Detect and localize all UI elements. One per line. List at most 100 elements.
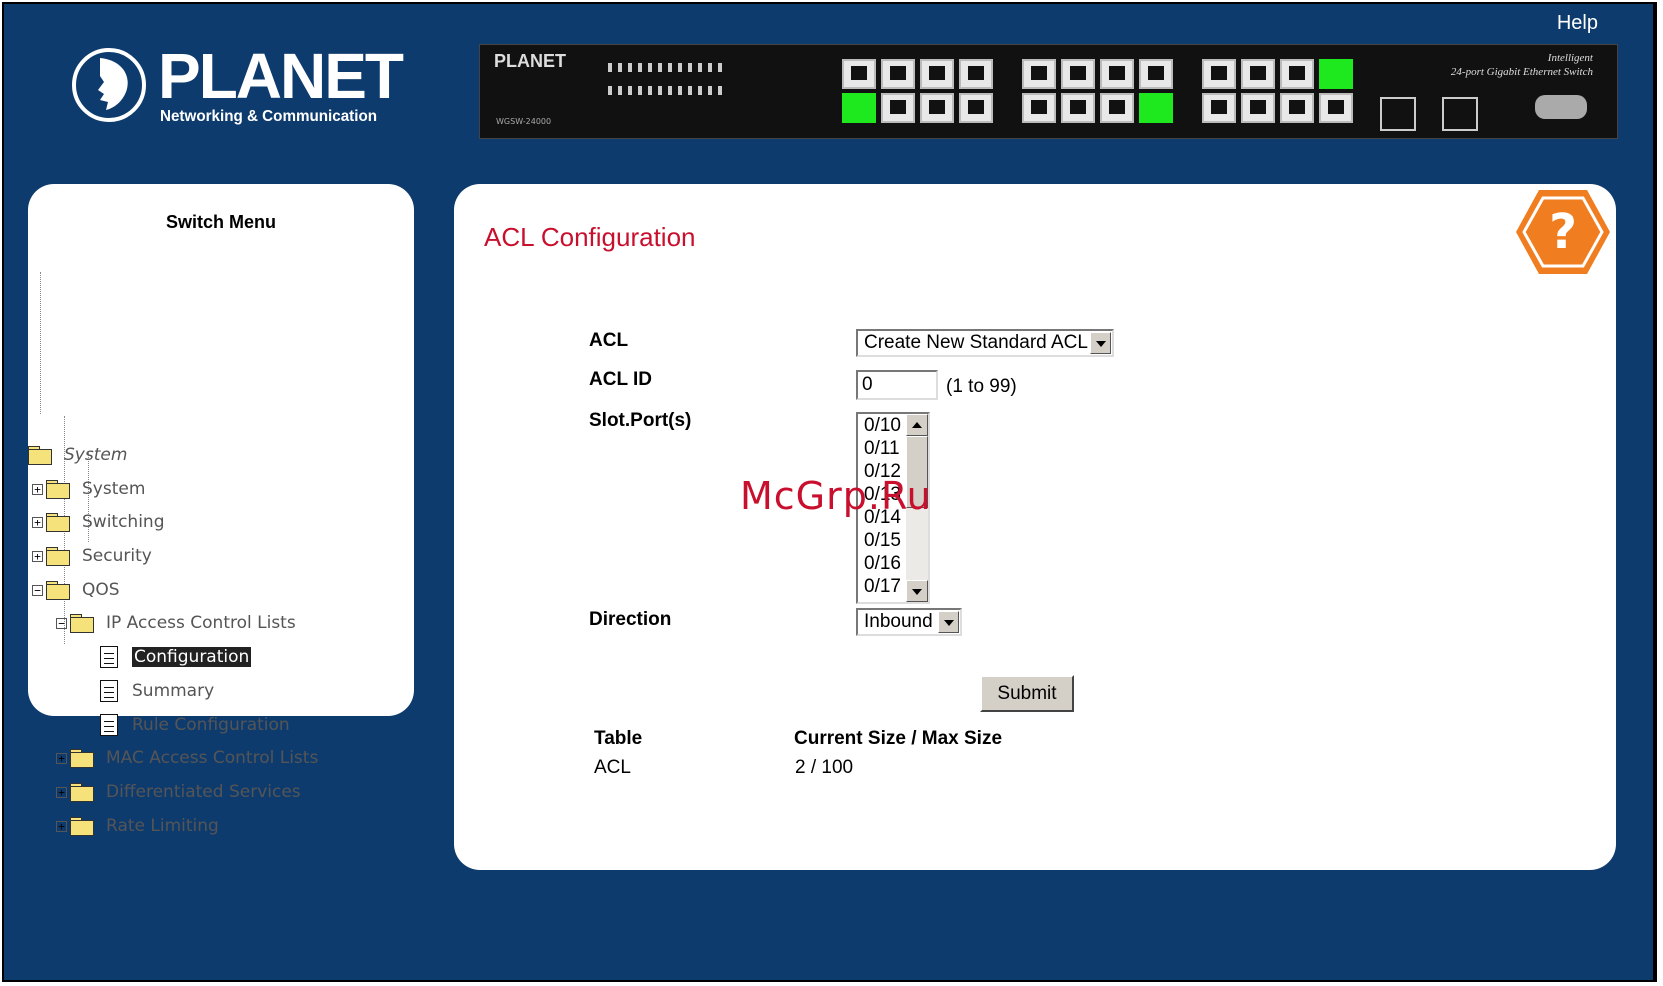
port [881, 93, 915, 123]
folder-icon [46, 547, 70, 566]
plus-icon[interactable]: + [56, 752, 67, 764]
port [1061, 59, 1095, 89]
port-active [1319, 59, 1353, 89]
submit-button[interactable]: Submit [980, 675, 1074, 712]
help-question-icon[interactable]: ? [1514, 188, 1612, 276]
document-icon [100, 714, 118, 736]
port [1100, 93, 1134, 123]
tree-item-system[interactable]: + System [32, 474, 145, 504]
tree-item-switching[interactable]: + Switching [32, 507, 165, 537]
plus-icon[interactable]: + [56, 786, 67, 798]
minus-icon[interactable]: − [32, 584, 43, 596]
tree-item-configuration[interactable]: Configuration [100, 642, 252, 672]
port [842, 59, 876, 89]
tree-label: Switching [82, 512, 165, 532]
plus-icon[interactable]: + [32, 483, 43, 495]
plus-icon[interactable]: + [56, 820, 67, 832]
port-option[interactable]: 0/16 [864, 553, 901, 574]
folder-open-icon [46, 581, 70, 600]
tree-item-rate-limiting[interactable]: + Rate Limiting [56, 811, 219, 841]
plus-icon[interactable]: + [32, 550, 43, 562]
slot-ports-label: Slot.Port(s) [589, 410, 692, 431]
port-option[interactable]: 0/13 [864, 484, 901, 505]
status-leds [608, 63, 722, 109]
planet-logo-icon [72, 48, 146, 122]
document-icon [100, 646, 118, 668]
port [920, 93, 954, 123]
acl-select[interactable]: Create New Standard ACL [856, 329, 1114, 357]
port-option[interactable]: 0/17 [864, 576, 901, 597]
tree-label: QOS [82, 580, 120, 600]
tree-item-ip-acl[interactable]: − IP Access Control Lists [56, 608, 296, 638]
document-icon [100, 680, 118, 702]
watermark: McGrp.Ru [740, 474, 932, 518]
switch-brand: PLANET [494, 51, 566, 71]
direction-label: Direction [589, 609, 672, 630]
table-cell-name: ACL [594, 757, 631, 778]
tree-item-diffserv[interactable]: + Differentiated Services [56, 777, 301, 807]
port-option[interactable]: 0/12 [864, 461, 901, 482]
switch-menu-panel: Switch Menu System + System + Switching … [28, 184, 414, 836]
port [1319, 93, 1353, 123]
port [1241, 93, 1275, 123]
table-header-table: Table [594, 728, 643, 749]
logo-subtitle: Networking & Communication [160, 108, 378, 125]
tree-label: Configuration [132, 647, 252, 667]
port-group-3 [1202, 59, 1355, 123]
sfp-port [1442, 97, 1478, 131]
scrollbar-thumb[interactable] [906, 436, 928, 508]
port [1100, 59, 1134, 89]
acl-label: ACL [589, 330, 629, 351]
slot-ports-listbox[interactable]: 0/10 0/11 0/12 0/13 0/14 0/15 0/16 0/17 [856, 412, 930, 604]
direction-select[interactable]: Inbound [856, 608, 962, 636]
switch-model: WGSW-24000 [496, 117, 552, 126]
tree-root-system[interactable]: System [28, 440, 127, 470]
page-title: ACL Configuration [484, 222, 696, 252]
logo-title: PLANET [158, 40, 404, 112]
sfp-port [1380, 97, 1416, 131]
direction-select-value: Inbound [864, 611, 933, 632]
scroll-up-icon[interactable] [906, 414, 928, 436]
acl-id-label: ACL ID [589, 369, 652, 390]
port-option[interactable]: 0/10 [864, 415, 901, 436]
switch-description: Intelligent 24-port Gigabit Ethernet Swi… [1451, 51, 1593, 79]
tree-item-security[interactable]: + Security [32, 541, 152, 571]
acl-id-input[interactable] [856, 370, 938, 400]
port-active [842, 93, 876, 123]
minus-icon[interactable]: − [56, 617, 67, 629]
port [1202, 93, 1236, 123]
port [959, 93, 993, 123]
port-option[interactable]: 0/14 [864, 507, 901, 528]
folder-icon [46, 513, 70, 532]
plus-icon[interactable]: + [32, 516, 43, 528]
tree-item-summary[interactable]: Summary [100, 676, 214, 706]
tree-item-mac-acl[interactable]: + MAC Access Control Lists [56, 743, 318, 773]
tree-item-rule-configuration[interactable]: Rule Configuration [100, 710, 290, 740]
port-option[interactable]: 0/15 [864, 530, 901, 551]
tree-item-qos[interactable]: − QOS [32, 575, 120, 605]
port [1202, 59, 1236, 89]
ports-scrollbar[interactable] [906, 414, 928, 602]
folder-open-icon [70, 614, 94, 633]
switch-front-panel: PLANET WGSW-24000 Intelligent 24-port Gi… [479, 44, 1618, 139]
chevron-down-icon[interactable] [1090, 332, 1111, 354]
scroll-down-icon[interactable] [906, 580, 928, 602]
acl-id-range-hint: (1 to 99) [946, 376, 1017, 397]
tree-label: Rate Limiting [106, 816, 219, 836]
port-option[interactable]: 0/11 [864, 438, 900, 459]
console-port [1535, 95, 1587, 119]
port [1241, 59, 1275, 89]
port [1022, 59, 1056, 89]
port [1061, 93, 1095, 123]
help-link[interactable]: Help [1556, 12, 1598, 34]
port-active [1139, 93, 1173, 123]
folder-icon [46, 480, 70, 499]
port-group-2 [1022, 59, 1175, 123]
folder-icon [70, 749, 94, 768]
tree-label: IP Access Control Lists [106, 613, 296, 633]
tree-label: Summary [132, 681, 215, 701]
chevron-down-icon[interactable] [938, 611, 959, 633]
switch-description-line1: Intelligent [1547, 52, 1593, 64]
port [881, 59, 915, 89]
